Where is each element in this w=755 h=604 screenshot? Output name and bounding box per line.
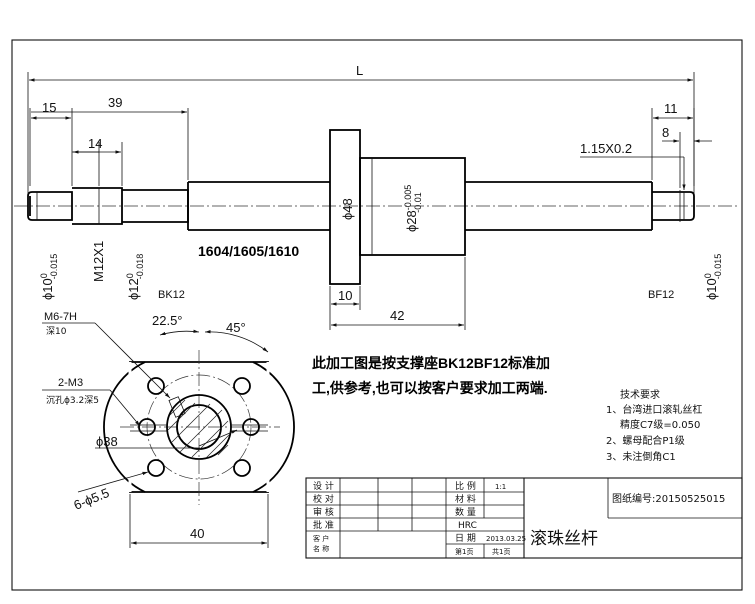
tb-part-name: 滚珠丝杆 — [530, 529, 598, 549]
dim-10: 10 — [338, 288, 352, 303]
dim-8: 8 — [662, 125, 669, 140]
m3-note: 沉孔ϕ3.2深5 — [46, 395, 99, 406]
dim-11: 11 — [664, 101, 678, 116]
tech-title: 技术要求 — [620, 388, 660, 401]
tb-scale-label: 比 例 — [455, 480, 476, 492]
bolt-hole — [138, 418, 156, 436]
angle-45: 45° — [226, 320, 246, 335]
dim-groove: 1.15X0.2 — [580, 141, 632, 156]
bolt-hole — [233, 459, 251, 477]
tb-approve: 批 准 — [313, 519, 334, 531]
shaft-view — [14, 129, 740, 285]
tb-sheets-total: 共1页 — [492, 547, 510, 556]
bolt-hole — [242, 418, 260, 436]
tb-material-label: 材 料 — [455, 493, 476, 505]
tb-date-label: 日 期 — [455, 533, 476, 544]
dim-15: 15 — [42, 100, 56, 115]
bolt-hole — [147, 377, 165, 395]
m6-depth: 深10 — [46, 326, 67, 337]
screw-body-right — [465, 181, 653, 231]
m3-label: 2-M3 — [58, 377, 83, 389]
tech-item-1: 1、台湾进口滚轧丝杠 — [606, 403, 702, 416]
dim-40: 40 — [190, 526, 204, 541]
m6-label: M6-7H — [44, 311, 77, 323]
tech-item-1b: 精度C7级=0.050 — [620, 418, 700, 431]
tb-customer-name: 名 称 — [313, 544, 329, 553]
left-journal — [27, 191, 73, 221]
tb-check: 校 对 — [313, 493, 334, 505]
dim-dia-left-10: ϕ100-0.015 — [39, 254, 59, 300]
label-bf12: BF12 — [648, 289, 674, 301]
label-bk12: BK12 — [158, 289, 185, 301]
tb-scale-value: 1:1 — [495, 483, 506, 491]
dim-dia-48: ϕ48 — [340, 198, 355, 220]
dim-dia-right-10: ϕ100-0.015 — [703, 254, 723, 300]
dim-14: 14 — [88, 136, 102, 151]
dim-dia-12: ϕ120-0.018 — [125, 254, 145, 300]
nut-dimensions: 10 42 — [329, 257, 466, 330]
drawing-border — [11, 39, 743, 591]
top-dimensions: L 15 39 14 11 8 1.15X0.2 — [27, 63, 712, 194]
thread-section — [72, 187, 123, 225]
bolt-hole — [147, 459, 165, 477]
tb-hardness: HRC — [458, 521, 477, 531]
tech-item-2: 2、螺母配合P1级 — [606, 434, 685, 447]
model-numbers: 1604/1605/1610 — [198, 243, 299, 259]
flange-end-view: 22.5° 45° M6-7H 深10 2-M3 沉孔ϕ3.2深5 ϕ38 6-… — [42, 311, 295, 548]
nut-body — [359, 157, 466, 256]
right-journal — [652, 191, 695, 221]
tb-date-value: 2013.03.25 — [486, 535, 526, 543]
tech-requirements: 技术要求 1、台湾进口滚轧丝杠 精度C7级=0.050 2、螺母配合P1级 3、… — [606, 388, 702, 463]
tb-drawing-no: 图纸编号:20150525015 — [612, 492, 725, 505]
nut-bore-inner — [176, 404, 222, 450]
description-line-2: 工,供参考,也可以按客户要求加工两端. — [312, 380, 548, 396]
tb-design: 设 计 — [313, 480, 334, 492]
dim-39: 39 — [108, 95, 122, 110]
angle-22-5: 22.5° — [152, 313, 183, 328]
dim-L: L — [356, 63, 363, 78]
tb-review: 审 核 — [313, 506, 334, 518]
dim-m12: M12X1 — [91, 241, 106, 282]
dim-42: 42 — [390, 308, 404, 323]
bore-hatching — [167, 399, 231, 459]
dim-holes: 6-ϕ5.5 — [72, 485, 112, 513]
tb-quantity-label: 数 量 — [455, 506, 476, 518]
screw-body-left — [187, 181, 330, 231]
diameter-labels: ϕ100-0.015 M12X1 ϕ120-0.018 ϕ48 ϕ28-0.00… — [39, 185, 723, 300]
description-line-1: 此加工图是按支撑座BK12BF12标准加 — [312, 355, 550, 371]
tb-sheet: 第1页 — [455, 547, 473, 556]
nut-bore-outer — [166, 394, 232, 460]
dim-dia-28: ϕ28-0.005-0.01 — [403, 185, 423, 232]
tb-customer: 客 户 — [313, 534, 329, 543]
bolt-hole — [233, 377, 251, 395]
tech-item-3: 3、未注倒角C1 — [606, 450, 676, 463]
title-block: 设 计 校 对 审 核 批 准 客 户 名 称 比 例 1:1 材 料 数 量 … — [305, 477, 743, 559]
dim-dia-38: ϕ38 — [96, 434, 118, 449]
